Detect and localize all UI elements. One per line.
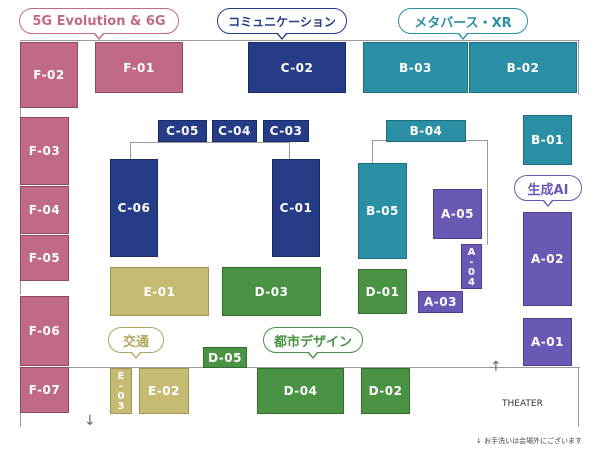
booth-a-03-label: A-03 bbox=[424, 295, 457, 309]
booth-d-05[interactable]: D-05 bbox=[203, 347, 247, 368]
booth-a-01-label: A-01 bbox=[531, 335, 564, 349]
booth-f-06[interactable]: F-06 bbox=[20, 296, 69, 366]
booth-f-03[interactable]: F-03 bbox=[20, 117, 69, 185]
booth-a-04[interactable]: A-04 bbox=[461, 244, 482, 289]
booth-f-02[interactable]: F-02 bbox=[20, 42, 78, 108]
booth-f-01[interactable]: F-01 bbox=[95, 42, 183, 93]
booth-d-04-label: D-04 bbox=[283, 384, 318, 398]
booth-c-01-label: C-01 bbox=[279, 201, 313, 215]
booth-a-05-label: A-05 bbox=[441, 207, 474, 221]
zone-ai-label: 生成AI bbox=[527, 182, 569, 198]
booth-c-02[interactable]: C-02 bbox=[248, 42, 346, 93]
booth-f-04-label: F-04 bbox=[28, 203, 61, 217]
zone-5g-pointer bbox=[93, 32, 105, 40]
booth-b-02[interactable]: B-02 bbox=[469, 42, 577, 93]
booth-f-05-label: F-05 bbox=[28, 251, 61, 265]
booth-b-04-label: B-04 bbox=[409, 124, 443, 138]
booth-d-04[interactable]: D-04 bbox=[257, 368, 344, 414]
booth-f-05[interactable]: F-05 bbox=[20, 235, 69, 281]
zone-transportation-label: 交通 bbox=[122, 334, 149, 350]
zone-transportation-pointer bbox=[130, 351, 142, 359]
booth-c-06-label: C-06 bbox=[117, 201, 151, 215]
booth-b-05-label: B-05 bbox=[366, 204, 399, 218]
booth-b-01-label: B-01 bbox=[531, 133, 564, 147]
booth-c-02-label: C-02 bbox=[280, 60, 314, 75]
zone-transportation[interactable]: 交通 bbox=[108, 327, 164, 359]
booth-b-03-label: B-03 bbox=[399, 60, 432, 75]
booth-d-03-label: D-03 bbox=[254, 284, 289, 299]
zone-5g-label: 5G Evolution & 6G bbox=[32, 13, 166, 29]
booth-c-03[interactable]: C-03 bbox=[263, 120, 309, 142]
booth-c-05[interactable]: C-05 bbox=[158, 120, 207, 142]
booth-e-01-label: E-01 bbox=[143, 284, 176, 299]
wall-c-block-left bbox=[130, 142, 131, 159]
booth-c-04[interactable]: C-04 bbox=[212, 120, 257, 142]
booth-d-02[interactable]: D-02 bbox=[361, 368, 410, 414]
booth-d-01[interactable]: D-01 bbox=[358, 269, 407, 314]
booth-f-07[interactable]: F-07 bbox=[20, 367, 69, 413]
zone-5g-evolution-6g[interactable]: 5G Evolution & 6G bbox=[19, 8, 179, 40]
wall-b-block-right bbox=[487, 140, 488, 245]
booth-f-01-label: F-01 bbox=[123, 60, 155, 75]
booth-a-04-label: A-04 bbox=[466, 246, 477, 287]
booth-c-05-label: C-05 bbox=[166, 124, 199, 138]
booth-b-05[interactable]: B-05 bbox=[358, 163, 407, 259]
booth-a-02-label: A-02 bbox=[531, 252, 564, 266]
booth-f-03-label: F-03 bbox=[28, 144, 61, 158]
booth-f-06-label: F-06 bbox=[28, 324, 61, 338]
zone-metaverse-label: メタバース・XR bbox=[414, 15, 512, 31]
zone-generative-ai[interactable]: 生成AI bbox=[514, 175, 582, 207]
theater-label: THEATER bbox=[502, 399, 543, 409]
wall-top bbox=[20, 40, 580, 41]
zone-communication-pointer bbox=[276, 32, 288, 40]
wall-c-block-right bbox=[289, 142, 290, 159]
wall-bottom bbox=[20, 367, 580, 368]
entrance-up-arrow-icon: ↑ bbox=[490, 359, 502, 375]
zone-urban-design-label: 都市デザイン bbox=[273, 334, 352, 350]
booth-e-03[interactable]: E-03 bbox=[110, 368, 132, 414]
booth-a-03[interactable]: A-03 bbox=[418, 291, 463, 313]
zone-metaverse-xr[interactable]: メタバース・XR bbox=[398, 8, 528, 40]
booth-c-06[interactable]: C-06 bbox=[110, 159, 158, 257]
booth-f-07-label: F-07 bbox=[28, 383, 61, 397]
restroom-note: ↓ お手洗いは会場外にございます bbox=[476, 437, 582, 445]
wall-right bbox=[578, 40, 579, 95]
booth-d-05-label: D-05 bbox=[208, 350, 242, 365]
wall-right-lower bbox=[578, 367, 579, 427]
zone-communication[interactable]: コミュニケーション bbox=[217, 8, 347, 40]
wall-b-block-left bbox=[372, 140, 373, 164]
booth-f-02-label: F-02 bbox=[33, 68, 65, 82]
booth-b-02-label: B-02 bbox=[506, 60, 540, 75]
booth-e-01[interactable]: E-01 bbox=[110, 267, 209, 316]
booth-c-03-label: C-03 bbox=[269, 124, 303, 138]
wall-c-block bbox=[130, 142, 290, 143]
zone-metaverse-pointer bbox=[457, 32, 469, 40]
booth-c-04-label: C-04 bbox=[218, 124, 251, 138]
booth-c-01[interactable]: C-01 bbox=[272, 159, 320, 257]
booth-a-05[interactable]: A-05 bbox=[433, 189, 482, 239]
booth-d-03[interactable]: D-03 bbox=[222, 267, 321, 316]
booth-b-04[interactable]: B-04 bbox=[386, 120, 466, 142]
booth-e-02-label: E-02 bbox=[148, 384, 180, 398]
zone-communication-label: コミュニケーション bbox=[228, 14, 336, 29]
booth-a-01[interactable]: A-01 bbox=[523, 318, 572, 366]
booth-e-02[interactable]: E-02 bbox=[139, 368, 189, 414]
booth-f-04[interactable]: F-04 bbox=[20, 186, 69, 234]
zone-urban-design-pointer bbox=[307, 351, 319, 359]
booth-d-01-label: D-01 bbox=[365, 284, 400, 299]
booth-d-02-label: D-02 bbox=[368, 384, 403, 398]
zone-ai-pointer bbox=[542, 199, 554, 207]
exit-down-arrow-icon: ↓ bbox=[84, 413, 96, 429]
booth-e-03-label: E-03 bbox=[115, 371, 127, 411]
booth-a-02[interactable]: A-02 bbox=[523, 212, 572, 306]
booth-b-01[interactable]: B-01 bbox=[523, 115, 572, 165]
booth-b-03[interactable]: B-03 bbox=[363, 42, 468, 93]
zone-urban-design[interactable]: 都市デザイン bbox=[263, 327, 363, 359]
